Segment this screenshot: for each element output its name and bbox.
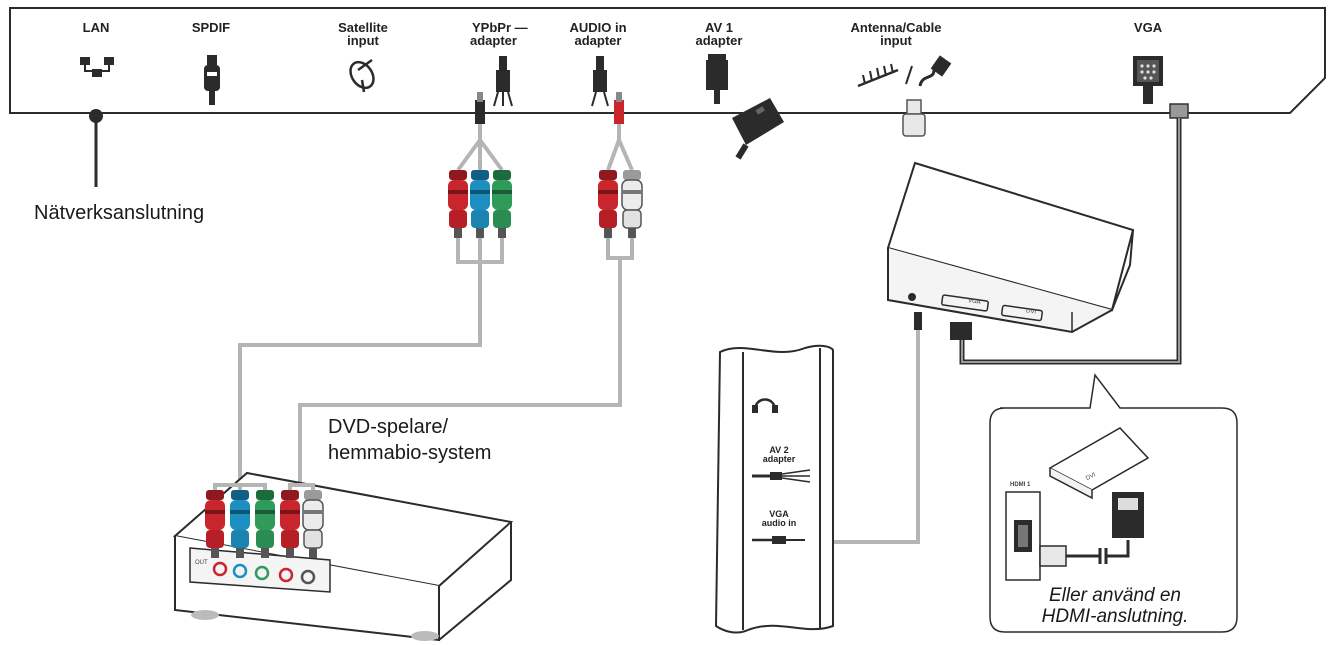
dvd-player <box>172 471 514 642</box>
spdif-icon <box>204 55 220 105</box>
port-label-antenna-line1: Antenna/Cable <box>850 20 942 35</box>
vga-audio-label-line2: audio in <box>761 518 797 528</box>
av1-adapter-icon <box>706 54 728 104</box>
audio-white-plug <box>621 169 643 239</box>
port-label-av1-line2: adapter <box>695 33 743 48</box>
vga-port-icon <box>1133 56 1163 104</box>
tv-back-panel <box>9 7 1326 114</box>
audio-adapter-icon <box>591 56 609 107</box>
av2-label-line1: AV 2 <box>769 445 789 455</box>
hdmi-note-line1: Eller använd en <box>1048 585 1182 606</box>
av2-label-line2: adapter <box>762 454 796 464</box>
lan-icon <box>80 57 114 77</box>
lan-connection-line <box>89 109 103 187</box>
laptop <box>886 161 1135 334</box>
port-label-audio-in: AUDIO in adapter <box>558 21 638 47</box>
ypbpr-cable <box>238 92 512 485</box>
port-label-av1-line1: AV 1 <box>705 20 733 35</box>
port-label-spdif: SPDIF <box>191 20 231 35</box>
port-label-lan: LAN <box>82 20 110 35</box>
dvd-label-line1: DVD-spelare/ <box>328 416 449 438</box>
port-label-ypbpr-line1: YPbPr — <box>472 20 528 35</box>
audio-cable <box>298 92 643 485</box>
vga-audio-in-label: VGA audio in <box>748 510 810 528</box>
port-label-audio-in-line1: AUDIO in <box>569 20 627 35</box>
port-label-vga: VGA <box>1133 20 1163 35</box>
tv-side-panel <box>714 344 834 634</box>
network-label: Nätverksanslutning <box>34 202 205 224</box>
port-label-av1: AV 1 adapter <box>682 21 756 47</box>
audio-red-plug <box>598 170 618 238</box>
port-label-satellite-line2: input <box>347 33 379 48</box>
av2-adapter-label: AV 2 adapter <box>748 446 810 464</box>
callout-hdmi-port-label: HDMI 1 <box>1010 482 1031 488</box>
ypbpr-green-plug <box>492 170 512 238</box>
antenna-plug <box>902 99 926 137</box>
dvd-audio-white-plug <box>302 489 324 559</box>
port-label-ypbpr: YPbPr — adapter <box>460 21 556 47</box>
ypbpr-red-plug <box>448 170 468 238</box>
dvd-out-label: OUT <box>195 560 208 566</box>
ypbpr-adapter-icon <box>493 56 513 107</box>
ypbpr-blue-plug <box>470 170 490 238</box>
headphone-icon <box>752 398 778 413</box>
port-label-antenna-line2: input <box>880 33 912 48</box>
port-label-antenna: Antenna/Cable input <box>836 21 956 47</box>
port-label-audio-in-line2: adapter <box>574 33 622 48</box>
av2-adapter-icon <box>752 469 811 483</box>
hdmi-note: Eller använd en HDMI-anslutning. <box>1004 585 1226 627</box>
vga-cable <box>950 103 1189 365</box>
port-label-ypbpr-line2: adapter <box>470 33 517 48</box>
vga-audio-in-icon <box>752 536 805 544</box>
vga-audio-label-line1: VGA <box>769 509 789 519</box>
av1-plug <box>732 98 784 160</box>
antenna-icon <box>857 55 952 88</box>
laptop-dvi-port-label: DVI <box>1025 308 1037 316</box>
hdmi-note-line2: HDMI-anslutning. <box>1041 606 1189 627</box>
port-label-satellite-line1: Satellite <box>338 20 388 35</box>
dvd-label-line2: hemmabio-system <box>328 442 492 464</box>
satellite-icon <box>349 58 375 93</box>
hdmi-callout <box>989 373 1238 633</box>
port-label-satellite: Satellite input <box>324 21 402 47</box>
dvd-label: DVD-spelare/ hemmabio-system <box>328 414 491 466</box>
